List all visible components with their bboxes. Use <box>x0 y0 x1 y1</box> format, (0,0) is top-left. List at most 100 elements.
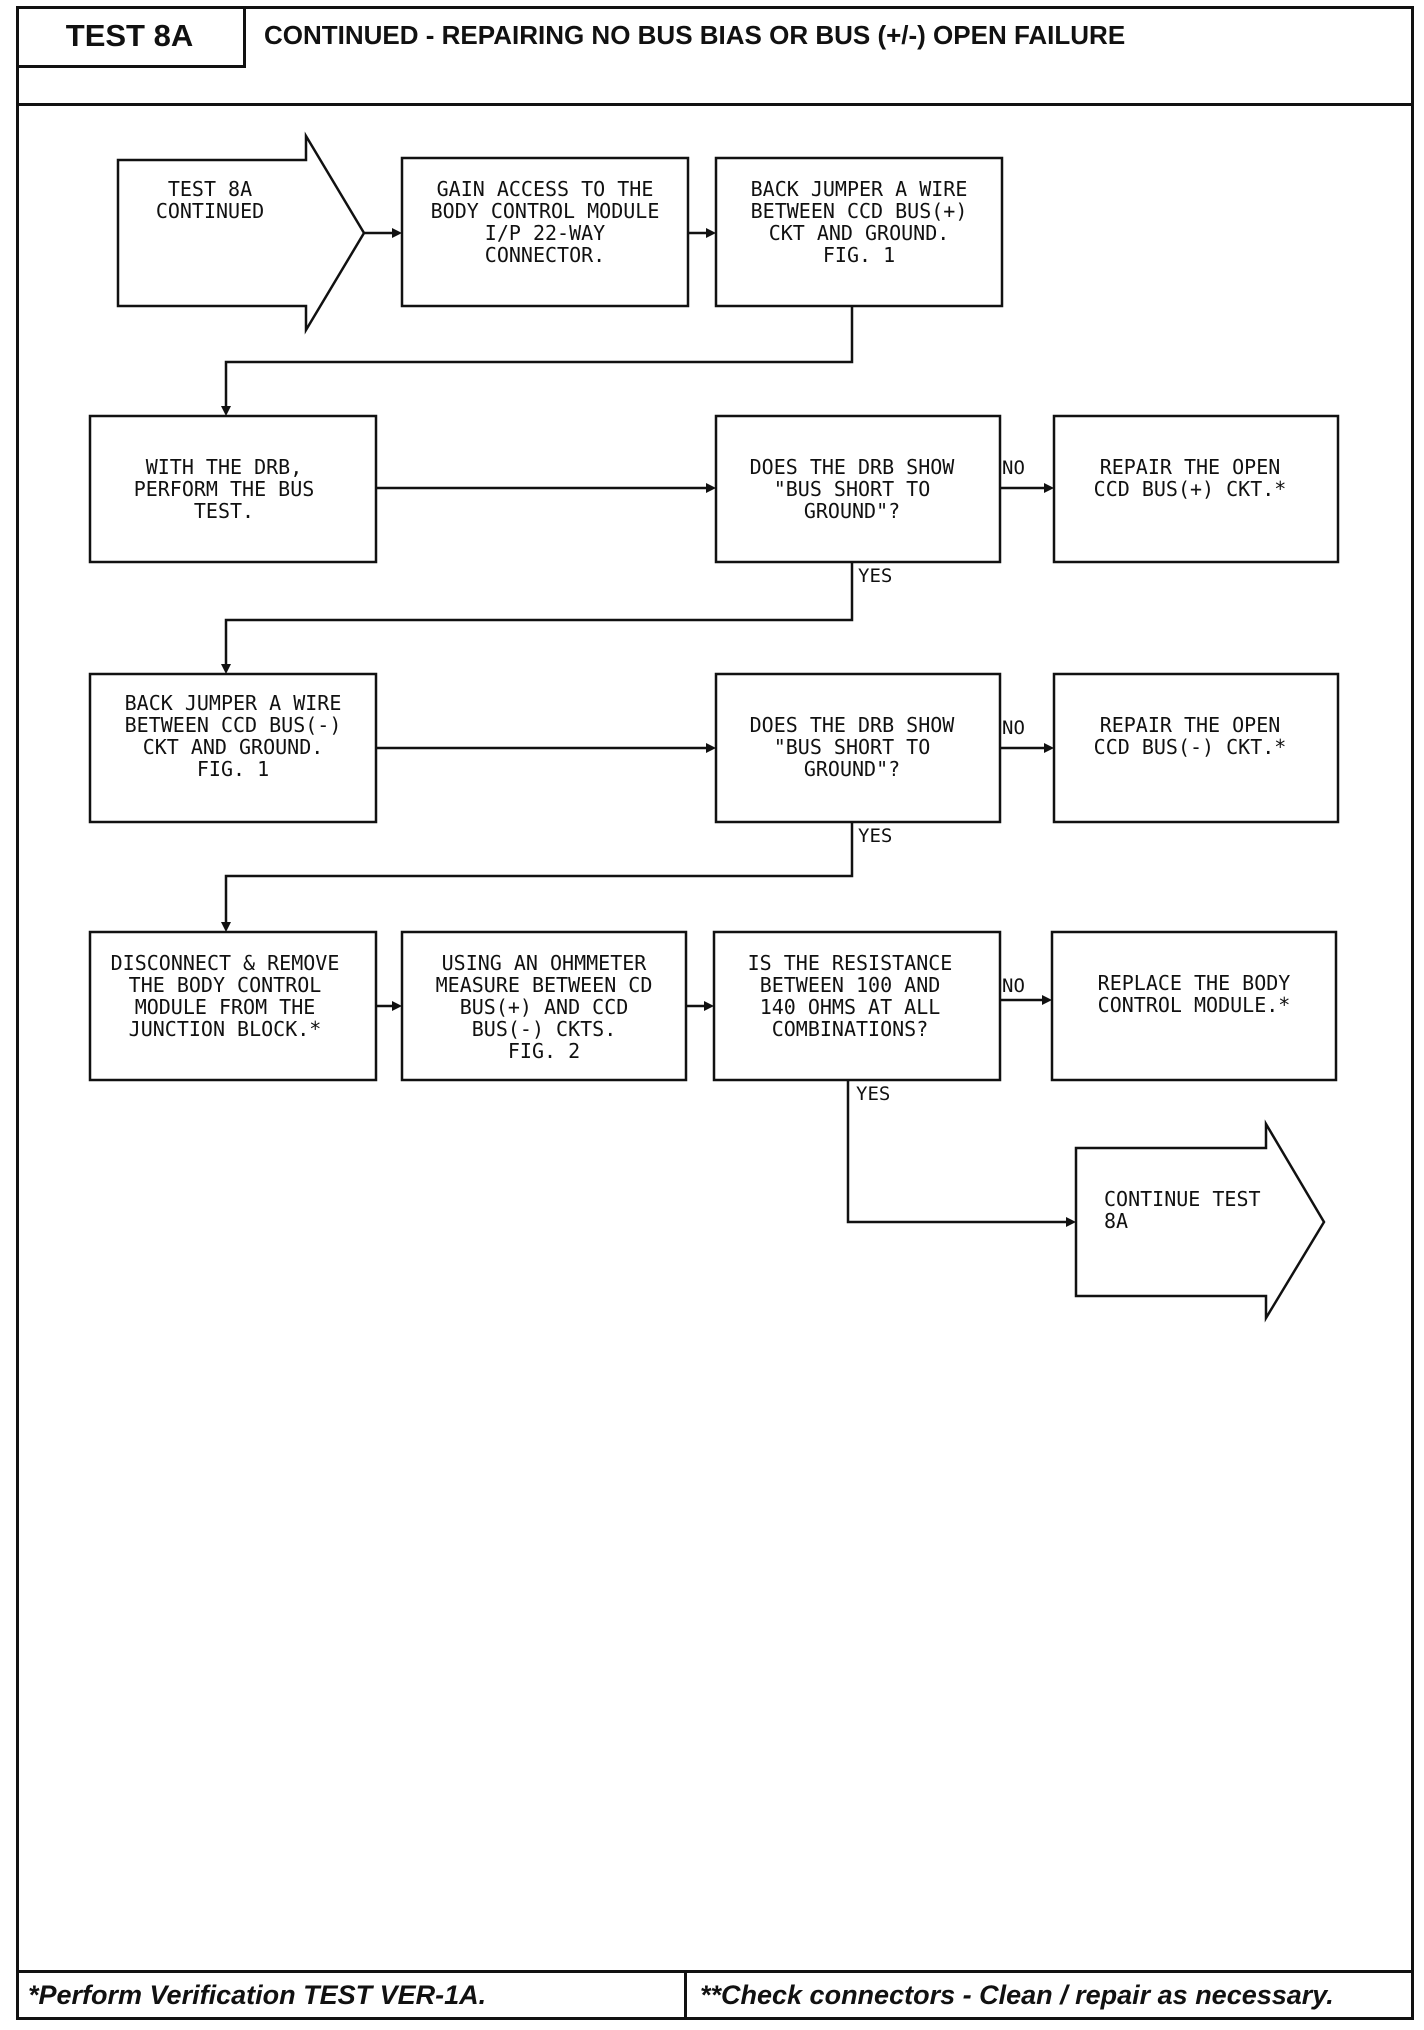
box-text-line: CONTINUE TEST <box>1104 1187 1261 1211</box>
connector-decision3-yes <box>846 1080 1067 1224</box>
arrowhead <box>392 228 402 238</box>
footer-note-connectors: **Check connectors - Clean / repair as n… <box>700 1980 1334 2010</box>
header-bar <box>16 6 1414 106</box>
arrowhead <box>1042 995 1052 1005</box>
box-text-line: IS THE RESISTANCE <box>748 951 953 975</box>
box-text-line: GAIN ACCESS TO THE <box>437 177 654 201</box>
end-arrow-shape <box>1074 1119 1326 1323</box>
box-text-line: FIG. 2 <box>508 1039 580 1063</box>
box-text-line: JUNCTION BLOCK.* <box>129 1017 322 1041</box>
box-text-line: REPAIR THE OPEN <box>1100 455 1281 479</box>
box-text-line: GROUND"? <box>804 757 900 781</box>
box-text-line: FIG. 1 <box>197 757 269 781</box>
box-text-line: BETWEEN CCD BUS(+) <box>751 199 968 223</box>
footer-note-verification: *Perform Verification TEST VER-1A. <box>28 1980 487 2010</box>
connector-jumper-bustest <box>224 306 854 407</box>
box-text-line: BODY CONTROL MODULE <box>431 199 660 223</box>
no-label-1: NO <box>1002 457 1025 479</box>
box-text-line: DOES THE DRB SHOW <box>750 455 956 479</box>
box-text-line: BUS(+) AND CCD <box>460 995 629 1019</box>
box-text-line: CKT AND GROUND. <box>143 735 324 759</box>
arrowhead <box>1066 1217 1076 1227</box>
box-text-line: THE BODY CONTROL <box>129 973 322 997</box>
box-text-line: CONTROL MODULE.* <box>1098 993 1291 1017</box>
box-text-line: COMBINATIONS? <box>772 1017 929 1041</box>
arrowhead <box>221 406 231 416</box>
box-text-line: CKT AND GROUND. <box>769 221 950 245</box>
box-text-line: REPAIR THE OPEN <box>1100 713 1281 737</box>
box-text-line: BACK JUMPER A WIRE <box>125 691 342 715</box>
box-text-line: "BUS SHORT TO <box>774 735 931 759</box>
arrowhead <box>706 228 716 238</box>
repair-neg-box <box>1052 672 1340 824</box>
no-label-3: NO <box>1002 975 1025 997</box>
arrowhead <box>706 483 716 493</box>
yes-label-3: YES <box>856 1083 890 1105</box>
decision-3-box <box>712 930 1002 1082</box>
page-title: CONTINUED - REPAIRING NO BUS BIAS OR BUS… <box>264 20 1126 50</box>
replace-bcm-box <box>1050 930 1338 1082</box>
box-text-line: TEST 8A <box>168 177 252 201</box>
repair-pos-box <box>1052 414 1340 564</box>
box-text-line: WITH THE DRB, <box>146 455 303 479</box>
box-text-line: "BUS SHORT TO <box>774 477 931 501</box>
jumper-neg-box <box>88 672 378 824</box>
box-text-line: BACK JUMPER A WIRE <box>751 177 968 201</box>
decision-1-box <box>714 414 1002 564</box>
start-arrow-shape <box>116 131 366 335</box>
arrowhead <box>1044 483 1054 493</box>
jumper-pos-box <box>714 156 1004 308</box>
access-box <box>400 156 690 308</box>
box-text-line: MODULE FROM THE <box>135 995 316 1019</box>
box-text-line: CONNECTOR. <box>485 243 605 267</box>
box-text-line: PERFORM THE BUS <box>134 477 315 501</box>
arrowhead <box>221 922 231 932</box>
box-text-line: USING AN OHMMETER <box>442 951 648 975</box>
bus-test-box <box>88 414 378 564</box>
test-label: TEST 8A <box>16 6 246 68</box>
box-text-line: CONTINUED <box>156 199 264 223</box>
box-text-line: BETWEEN 100 AND <box>760 973 941 997</box>
connector-decision2-yes <box>224 822 854 923</box>
box-text-line: BETWEEN CCD BUS(-) <box>125 713 342 737</box>
box-text-line: DISCONNECT & REMOVE <box>111 951 340 975</box>
arrowhead <box>221 664 231 674</box>
footer-divider <box>684 1970 687 2020</box>
box-text-line: 140 OHMS AT ALL <box>760 995 941 1019</box>
box-text-line: I/P 22-WAY <box>485 221 605 245</box>
box-text-line: REPLACE THE BODY <box>1098 971 1291 995</box>
box-text-line: GROUND"? <box>804 499 900 523</box>
box-text-line: DOES THE DRB SHOW <box>750 713 956 737</box>
box-text-line: TEST. <box>194 499 254 523</box>
no-label-2: NO <box>1002 717 1025 739</box>
connector-decision1-yes <box>224 562 854 665</box>
box-text-line: CCD BUS(-) CKT.* <box>1094 735 1287 759</box>
box-text-line: MEASURE BETWEEN CD <box>436 973 653 997</box>
page-frame <box>16 6 1414 2020</box>
yes-label-1: YES <box>858 565 892 587</box>
footer-bar <box>16 1970 1414 2020</box>
box-text-line: 8A <box>1104 1209 1128 1233</box>
yes-label-2: YES <box>858 825 892 847</box>
box-text-line: FIG. 1 <box>823 243 895 267</box>
arrowhead <box>704 1001 714 1011</box>
arrowhead <box>706 743 716 753</box>
box-text-line: BUS(-) CKTS. <box>472 1017 617 1041</box>
arrowhead <box>392 1001 402 1011</box>
arrowhead <box>1044 743 1054 753</box>
